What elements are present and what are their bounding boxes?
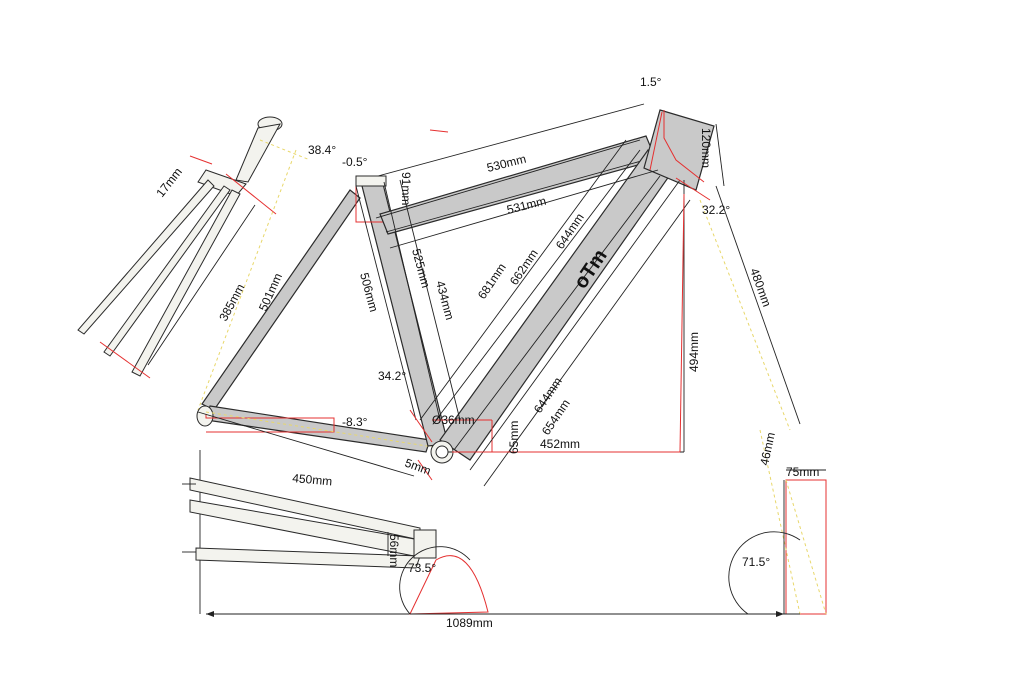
head-tube — [643, 109, 715, 191]
label-bb-dia: Ø36mm — [432, 413, 475, 427]
label-seat-tube-434: 434mm — [433, 279, 457, 321]
label-reach: 452mm — [540, 437, 580, 451]
label-head-tube-len: 120mm — [699, 128, 713, 168]
label-seat-tube-525: 525mm — [409, 247, 433, 289]
label-top-tube-top: 530mm — [485, 152, 527, 175]
label-chainstay: 450mm — [292, 471, 333, 488]
fork-drawing — [77, 116, 311, 379]
label-fork-axle: 480mm — [747, 266, 774, 308]
front-side-view — [728, 429, 827, 615]
rear-side-view — [182, 477, 494, 615]
label-diag-662: 662mm — [507, 247, 541, 288]
label-seat-angle: 38.4° — [308, 143, 336, 157]
label-diag-681: 681mm — [475, 261, 509, 302]
label-seat-offset: -0.5° — [342, 155, 368, 169]
label-bb-drop: 65mm — [507, 421, 521, 454]
label-wheelbase: 1089mm — [446, 616, 493, 630]
label-head-angle-top: 1.5° — [640, 75, 662, 89]
label-bb-small: 5mm — [403, 456, 433, 478]
label-seat-cluster: 91mm — [399, 172, 413, 205]
chainstay — [196, 405, 441, 453]
label-rear-angle: 73.5° — [408, 561, 436, 575]
label-stack: 494mm — [687, 332, 701, 372]
label-rear-height: 56mm — [387, 534, 401, 567]
label-front-angle: 71.5° — [742, 555, 770, 569]
label-offset-46: 46mm — [757, 431, 778, 467]
label-seat-tube-506: 506mm — [357, 271, 381, 313]
construction-lines — [409, 129, 791, 481]
label-offset-75: 75mm — [786, 465, 819, 479]
label-fork-crown: 17mm — [153, 165, 185, 200]
label-fork-len: 385mm — [216, 282, 247, 324]
label-bb-angle: 34.2° — [378, 369, 406, 383]
label-head-angle: 32.2° — [702, 203, 730, 217]
label-chainstay-angle: -8.3° — [342, 415, 368, 429]
